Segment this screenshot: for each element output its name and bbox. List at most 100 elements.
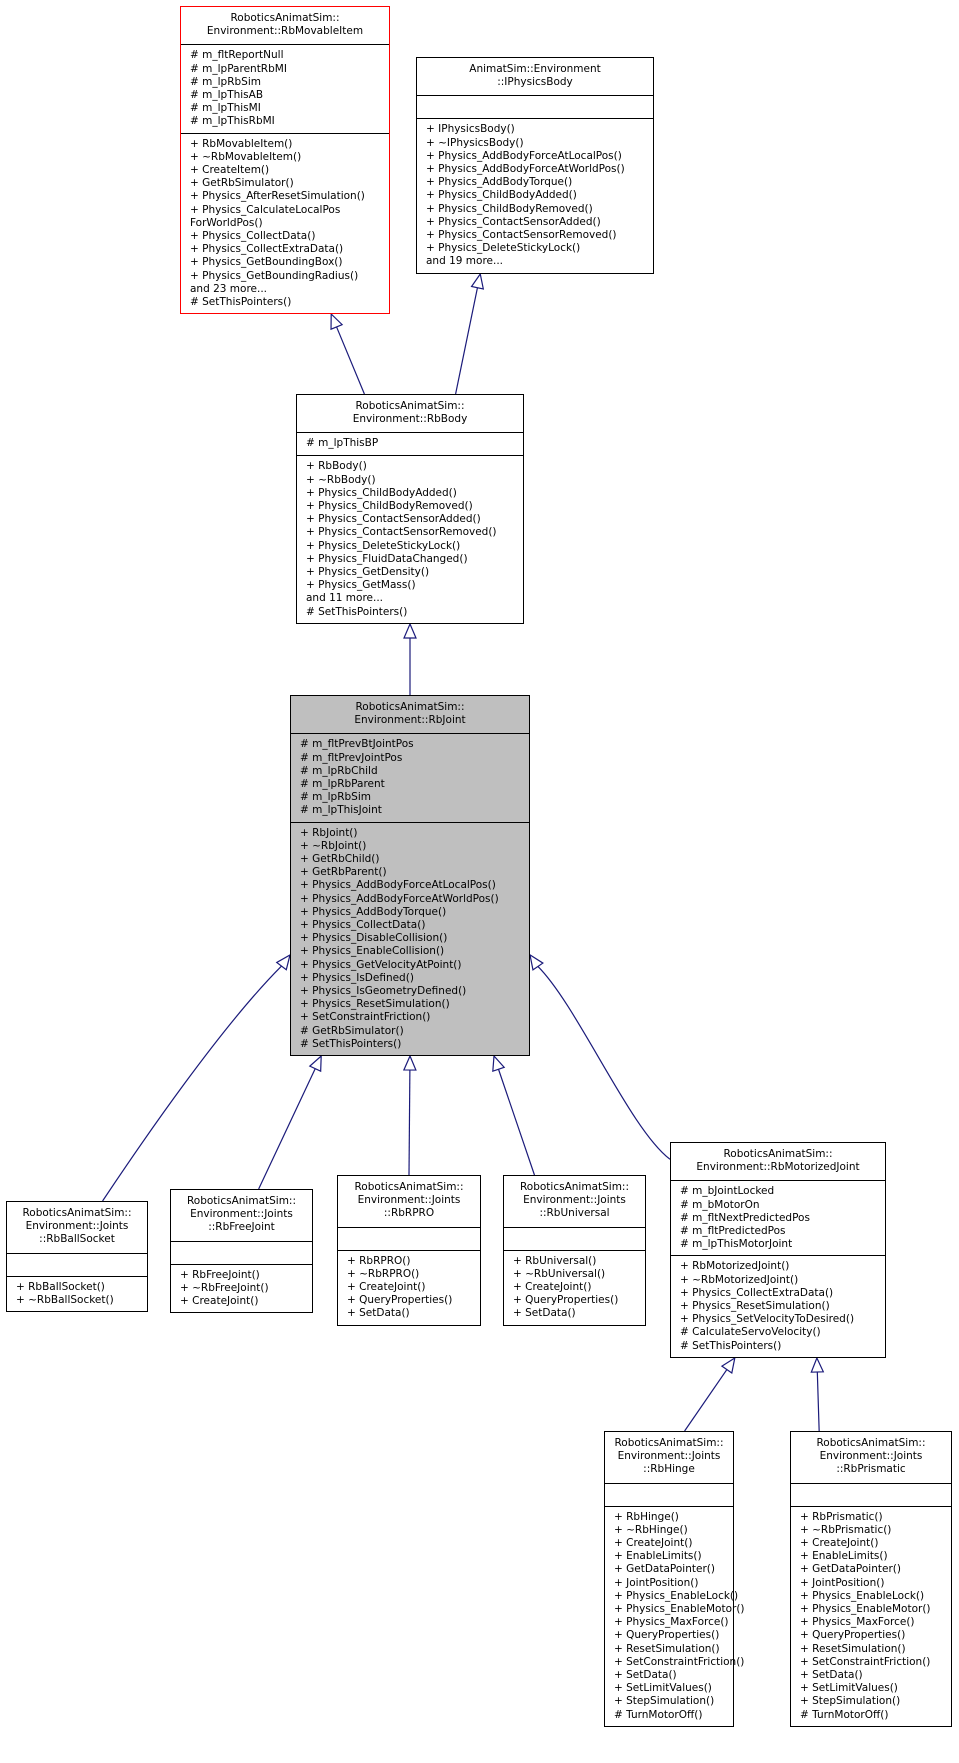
class-name: AnimatSim::Environment::IPhysicsBody xyxy=(417,58,653,95)
method-item: + Physics_AddBodyForceAtWorldPos() xyxy=(300,892,499,905)
method-item: + ~RbFreeJoint() xyxy=(180,1281,269,1294)
method-item: + Physics_EnableMotor() xyxy=(614,1603,745,1616)
inheritance-edge-rbballsocket-to-rbjoint xyxy=(102,965,282,1202)
class-name-line: ::RbRPRO xyxy=(383,1207,435,1220)
class-name: RoboticsAnimatSim::Environment::Joints::… xyxy=(605,1432,733,1483)
class-box-rbprismatic[interactable]: RoboticsAnimatSim::Environment::Joints::… xyxy=(790,1431,952,1727)
method-item: + ~IPhysicsBody() xyxy=(426,136,524,149)
method-item: + SetConstraintFriction() xyxy=(800,1655,931,1668)
method-item: # GetRbSimulator() xyxy=(300,1024,404,1037)
class-attributes xyxy=(338,1226,480,1250)
method-item: # SetThisPointers() xyxy=(680,1339,782,1352)
method-item: + GetRbParent() xyxy=(300,866,387,879)
class-name: RoboticsAnimatSim::Environment::RbMovabl… xyxy=(181,7,389,44)
method-item: + ~RbJoint() xyxy=(300,839,367,852)
method-item: + Physics_GetVelocityAtPoint() xyxy=(300,958,462,971)
method-item: + Physics_ChildBodyAdded() xyxy=(306,486,457,499)
class-name: RoboticsAnimatSim::Environment::Joints::… xyxy=(791,1432,951,1483)
inheritance-edge-rbprismatic-to-rbmotorizedjoint xyxy=(816,1371,820,1432)
class-name-line: RoboticsAnimatSim:: xyxy=(355,400,465,412)
inheritance-edge-rbmotorizedjoint-to-rbjoint xyxy=(537,966,671,1160)
method-item: + SetLimitValues() xyxy=(800,1682,898,1695)
class-box-rbballsocket[interactable]: RoboticsAnimatSim::Environment::Joints::… xyxy=(6,1201,148,1313)
method-item: + GetRbSimulator() xyxy=(190,177,294,190)
attribute-item: # m_bMotorOn xyxy=(680,1198,760,1211)
method-item: # SetThisPointers() xyxy=(300,1037,402,1050)
method-item: + Physics_EnableMotor() xyxy=(800,1603,931,1616)
method-item: + Physics_ContactSensorAdded() xyxy=(426,215,601,228)
class-name-line: ::RbFreeJoint xyxy=(208,1221,275,1234)
method-item: # SetThisPointers() xyxy=(190,296,292,309)
class-name: RoboticsAnimatSim::Environment::Joints::… xyxy=(7,1202,147,1253)
method-item: + Physics_EnableLock() xyxy=(800,1589,925,1602)
class-box-rbuniversal[interactable]: RoboticsAnimatSim::Environment::Joints::… xyxy=(503,1175,646,1326)
method-item: + GetRbChild() xyxy=(300,853,380,866)
class-name-line: RoboticsAnimatSim:: xyxy=(186,1195,297,1207)
method-item: + SetConstraintFriction() xyxy=(614,1655,745,1668)
method-item: + RbUniversal() xyxy=(513,1254,597,1267)
class-box-rbrpro[interactable]: RoboticsAnimatSim::Environment::Joints::… xyxy=(337,1175,481,1326)
method-item: and 11 more... xyxy=(306,592,384,605)
class-name: RoboticsAnimatSim::Environment::Joints::… xyxy=(171,1190,312,1241)
class-name-line: ::RbUniversal xyxy=(539,1207,610,1220)
inheritance-arrowhead xyxy=(810,1356,825,1373)
class-attributes: # m_fltPrevBtJointPos# m_fltPrevJointPos… xyxy=(291,733,529,821)
method-item: + GetDataPointer() xyxy=(614,1563,715,1576)
method-item: + RbJoint() xyxy=(300,826,358,839)
method-item: + RbPrismatic() xyxy=(800,1510,883,1523)
class-box-rbhinge[interactable]: RoboticsAnimatSim::Environment::Joints::… xyxy=(604,1431,745,1727)
method-item: + JointPosition() xyxy=(614,1576,699,1589)
method-item: + Physics_ChildBodyRemoved() xyxy=(426,202,593,215)
class-attributes xyxy=(504,1226,645,1250)
class-name-line: Environment::Joints xyxy=(190,1208,293,1221)
class-name: RoboticsAnimatSim::Environment::Joints::… xyxy=(504,1176,645,1227)
method-item: # TurnMotorOff() xyxy=(800,1708,889,1721)
method-item: + Physics_FluidDataChanged() xyxy=(306,552,468,565)
method-item: + Physics_AddBodyTorque() xyxy=(300,905,447,918)
class-box-rbjoint[interactable]: RoboticsAnimatSim::Environment::RbJoint#… xyxy=(290,695,530,1057)
class-methods: + RbPrismatic()+ ~RbPrismatic()+ CreateJ… xyxy=(791,1505,951,1726)
class-methods: + RbBody()+ ~RbBody()+ Physics_ChildBody… xyxy=(297,455,523,622)
method-item: # SetThisPointers() xyxy=(306,605,408,618)
method-item: + ~RbBody() xyxy=(306,473,376,486)
class-name: RoboticsAnimatSim::Environment::RbMotori… xyxy=(671,1143,885,1180)
class-name-line: RoboticsAnimatSim:: xyxy=(723,1148,833,1160)
method-item: + CreateJoint() xyxy=(614,1537,693,1550)
inheritance-arrowhead xyxy=(330,312,344,331)
class-box-iphysicsbody[interactable]: AnimatSim::Environment::IPhysicsBody+ IP… xyxy=(416,57,654,274)
method-item: + Physics_DeleteStickyLock() xyxy=(306,539,461,552)
class-box-rbbody[interactable]: RoboticsAnimatSim::Environment::RbBody# … xyxy=(296,394,524,624)
class-name-line: AnimatSim::Environment xyxy=(469,63,601,75)
inheritance-arrowhead xyxy=(402,1054,417,1071)
method-item: + Physics_CollectData() xyxy=(300,919,426,932)
class-box-rbmotorizedjoint[interactable]: RoboticsAnimatSim::Environment::RbMotori… xyxy=(670,1142,886,1358)
method-item: + Physics_CollectExtraData() xyxy=(680,1286,834,1299)
method-item: + CreateJoint() xyxy=(347,1281,426,1294)
class-methods: + RbRPRO()+ ~RbRPRO()+ CreateJoint()+ Qu… xyxy=(338,1249,480,1325)
inheritance-edges xyxy=(102,272,825,1432)
method-item: + Physics_CollectExtraData() xyxy=(190,243,344,256)
attribute-item: # m_lpRbSim xyxy=(300,791,371,804)
method-item: + StepSimulation() xyxy=(614,1695,715,1708)
method-item: + Physics_GetBoundingRadius() xyxy=(190,269,359,282)
class-attributes xyxy=(171,1240,312,1264)
class-box-rbfreejoint[interactable]: RoboticsAnimatSim::Environment::Joints::… xyxy=(170,1189,313,1314)
method-item: + Physics_ContactSensorRemoved() xyxy=(426,229,617,242)
class-name-line: ::RbPrismatic xyxy=(836,1463,906,1476)
method-item: + RbRPRO() xyxy=(347,1254,411,1267)
inheritance-arrowhead xyxy=(529,953,544,971)
inheritance-edge-rbbody-to-rbmovableitem xyxy=(336,326,365,395)
method-item: + RbMotorizedJoint() xyxy=(680,1260,790,1273)
method-item: + Physics_EnableCollision() xyxy=(300,945,445,958)
class-name-line: Environment::RbBody xyxy=(352,413,468,426)
class-name-line: Environment::RbMovableItem xyxy=(206,25,364,38)
attribute-item: # m_lpThisAB xyxy=(190,89,264,102)
method-item: + SetData() xyxy=(513,1307,576,1320)
class-box-rbmovableitem[interactable]: RoboticsAnimatSim::Environment::RbMovabl… xyxy=(180,6,390,315)
method-item: + Physics_AfterResetSimulation() xyxy=(190,190,365,203)
method-item: + RbFreeJoint() xyxy=(180,1268,260,1281)
method-item: + Physics_AddBodyForceAtLocalPos() xyxy=(426,149,622,162)
inheritance-arrowhead xyxy=(308,1054,322,1073)
class-name-line: Environment::Joints xyxy=(357,1194,461,1207)
class-name-line: RoboticsAnimatSim:: xyxy=(816,1437,926,1449)
